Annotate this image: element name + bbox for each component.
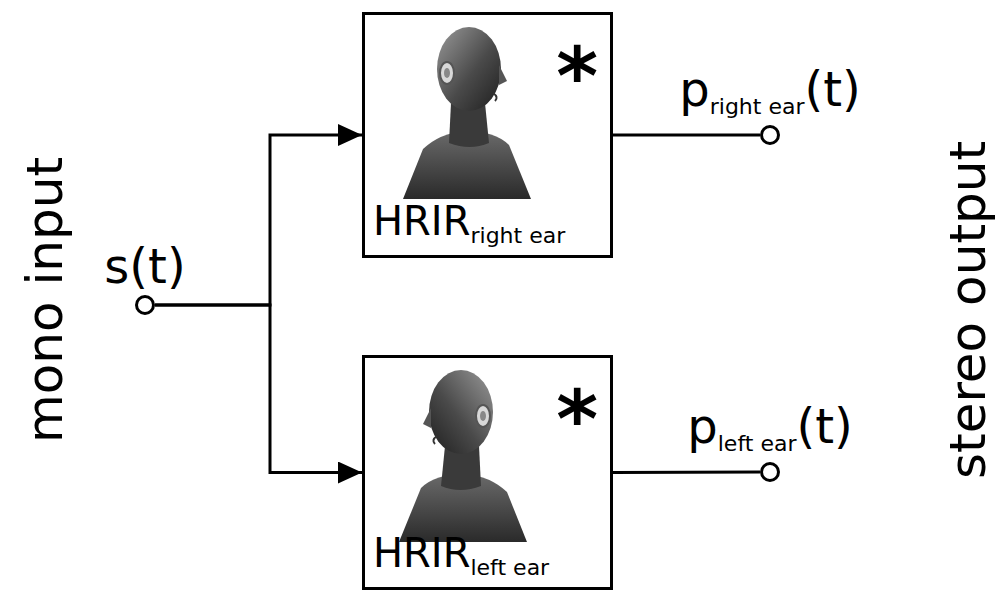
filter-name: HRIR	[373, 198, 470, 244]
io-label: stereo output	[943, 141, 993, 479]
convolution-symbol: *	[556, 380, 598, 460]
filter-box: * HRIRright ear	[362, 12, 613, 258]
signal-terminal: s(t)	[135, 295, 155, 315]
convolution-symbol: *	[556, 37, 598, 117]
signal-line	[155, 135, 362, 305]
signal-subscript: right ear	[710, 94, 805, 119]
signal-name: p	[687, 398, 717, 454]
filter-label: HRIRright ear	[373, 201, 565, 247]
signal-subscript: left ear	[718, 431, 797, 456]
signal-label: pright ear(t)	[679, 65, 861, 118]
signal-label: s(t)	[104, 242, 185, 290]
signal-terminal: pleft ear(t)	[760, 462, 780, 482]
signal-line	[613, 471, 760, 475]
filter-subscript: left ear	[470, 555, 549, 580]
signal-line	[155, 305, 362, 473]
signal-name: p	[679, 61, 709, 117]
signal-name: (t)	[804, 61, 860, 117]
filter-box: * HRIRleft ear	[362, 355, 613, 590]
filter-subscript: right ear	[470, 223, 565, 248]
signal-label: pleft ear(t)	[687, 402, 852, 455]
signal-name: (t)	[796, 398, 852, 454]
io-label: mono input	[20, 157, 70, 443]
signal-line	[613, 134, 760, 137]
signal-name: s(t)	[104, 238, 185, 294]
filter-name: HRIR	[373, 530, 470, 576]
filter-label: HRIRleft ear	[373, 533, 549, 579]
signal-terminal: pright ear(t)	[760, 125, 780, 145]
